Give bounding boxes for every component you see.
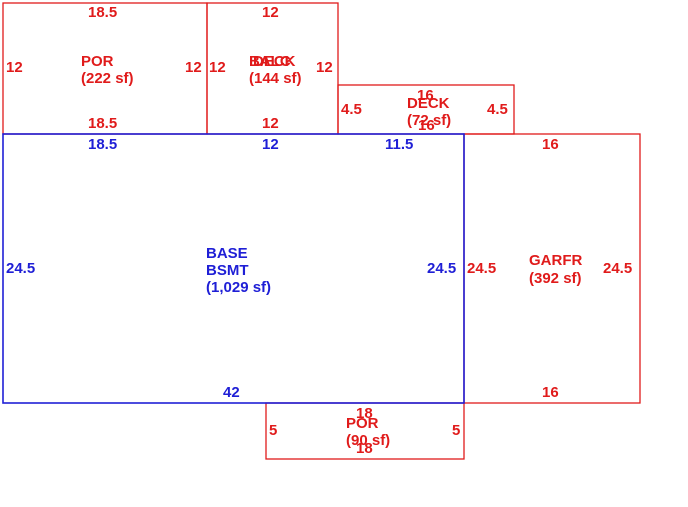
por-top-dim-left: 12 [6,59,23,76]
por-top-label: POR [81,53,114,70]
deck-upper-label: DECK [253,53,296,70]
deck-small-dim-bottom: 16 [418,117,435,134]
por-bottom-dim-top: 18 [356,405,373,422]
deck-small-area-value: (72 sf) [407,112,451,129]
deck-upper-dim-top: 12 [262,4,279,21]
base-area: BASE BSMT (1,029 sf) 18.5 12 11.5 24.5 2… [2,133,465,404]
por-bottom-dim-right: 5 [452,422,460,439]
garfr-area: GARFR (392 sf) 16 16 24.5 24.5 [463,133,641,404]
base-label-secondary: BSMT [206,262,249,279]
por-top-dim-bottom: 18.5 [88,115,117,132]
base-label: BASE [206,245,248,262]
deck-small-dim-left: 4.5 [341,101,362,118]
deck-small-area: 16 DECK 16 (72 sf) 4.5 4.5 [337,84,515,135]
deck-small-dim-top: 16 [417,87,434,104]
base-dim-left: 24.5 [6,260,35,277]
garfr-area-value: (392 sf) [529,270,582,287]
garfr-dim-left: 24.5 [467,260,496,277]
garfr-label: GARFR [529,252,582,269]
por-bottom-label: POR [346,415,379,432]
deck-upper-area: BALC DECK (144 sf) 12 12 12 12 [206,2,339,135]
deck-upper-dim-bottom: 12 [262,115,279,132]
por-bottom-dim-bottom: 18 [356,440,373,457]
base-dim-bottom: 42 [223,384,240,401]
base-dim-top-middle: 12 [262,136,279,153]
deck-upper-dim-left: 12 [209,59,226,76]
por-bottom-area: 18 POR 18 (90 sf) 5 5 [265,402,465,460]
por-top-area: POR (222 sf) 18.5 18.5 12 12 [2,2,208,135]
deck-upper-overlap-label: BALC [249,53,291,70]
garfr-dim-top: 16 [542,136,559,153]
por-top-dim-right: 12 [185,59,202,76]
base-dim-top-right: 11.5 [385,136,413,153]
deck-small-label: DECK [407,95,450,112]
por-top-dim-top: 18.5 [88,4,117,21]
deck-upper-dim-right: 12 [316,59,333,76]
garfr-dim-right: 24.5 [603,260,632,277]
base-dim-top-left: 18.5 [88,136,117,153]
por-bottom-area-value: (90 sf) [346,432,390,449]
base-outline [2,133,465,404]
base-dim-right: 24.5 [427,260,456,277]
por-bottom-dim-left: 5 [269,422,277,439]
base-area-value: (1,029 sf) [206,279,271,296]
garfr-dim-bottom: 16 [542,384,559,401]
por-top-area-value: (222 sf) [81,70,134,87]
deck-small-dim-right: 4.5 [487,101,508,118]
deck-upper-area-value: (144 sf) [249,70,302,87]
